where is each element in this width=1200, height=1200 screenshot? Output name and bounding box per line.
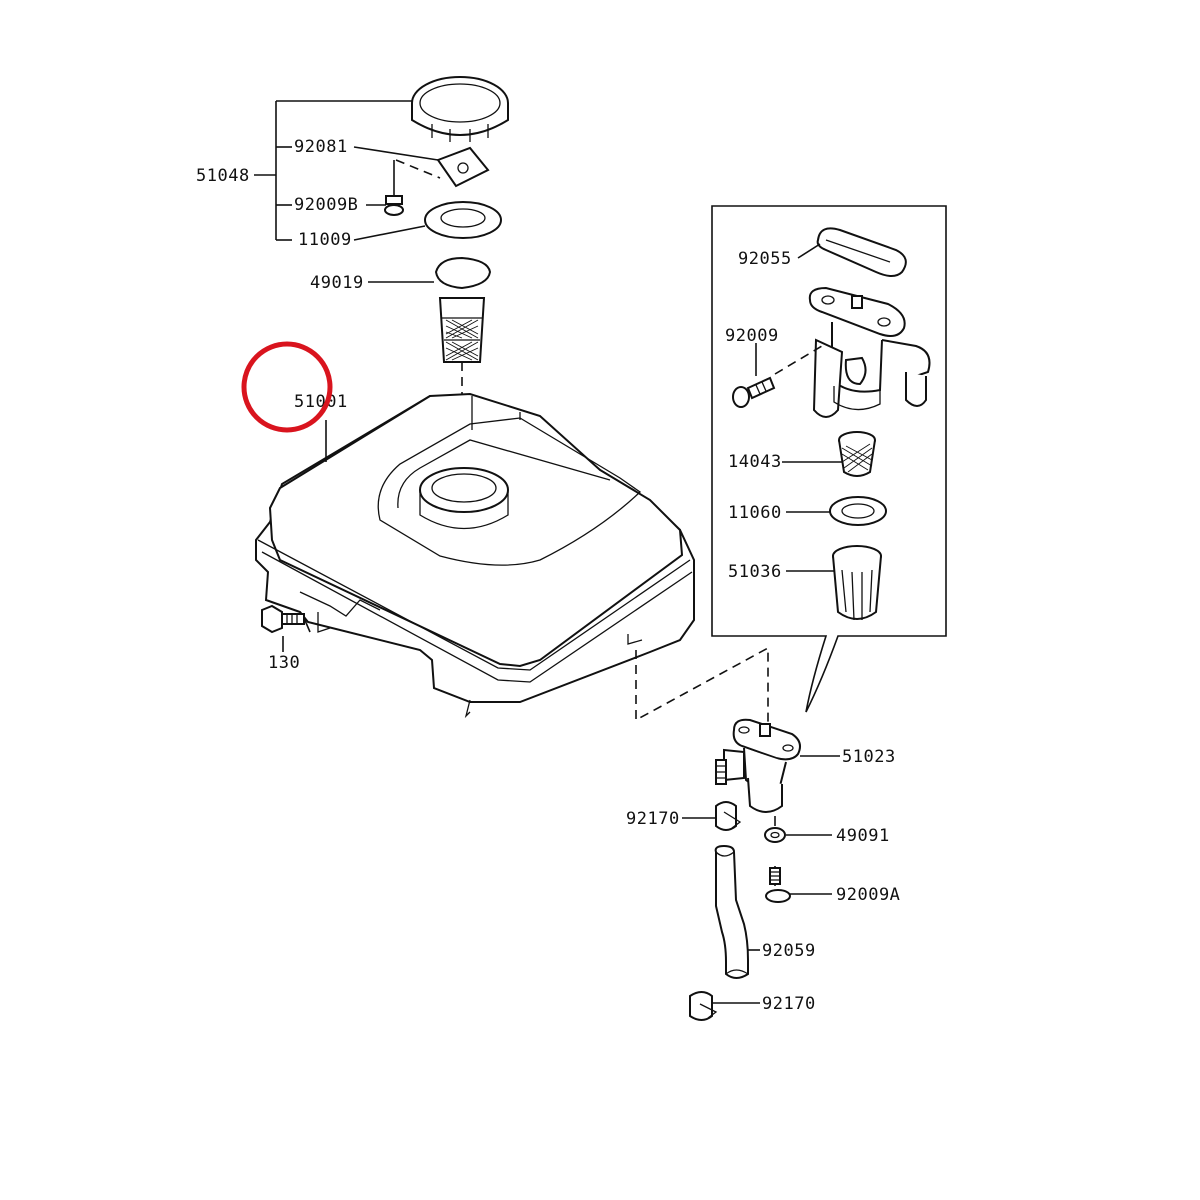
label-51048: 51048 [196,166,250,186]
fuel-cock-inset [711,205,947,713]
bowl-51036 [832,545,882,621]
label-92170-upper: 92170 [626,809,680,829]
label-130: 130 [268,653,300,673]
label-92081: 92081 [294,137,348,157]
bolt-130 [261,604,305,634]
bracket-51048 [254,100,439,283]
filler-strainer-49019 [434,256,492,363]
label-49091: 49091 [836,826,890,846]
gasket-plate-92081 [436,146,490,188]
label-51036: 51036 [728,562,782,582]
highlight-circle [241,341,333,433]
label-51001: 51001 [294,392,348,412]
clamp-92170-lower [689,991,718,1021]
screw-92009 [732,376,776,408]
label-92009a: 92009A [836,885,900,905]
filler-cap [411,76,509,142]
label-49019: 49019 [310,273,364,293]
gasket-11009 [424,201,502,239]
fuel-tank-51001 [255,392,695,719]
fuel-hose-92059 [714,844,749,979]
label-51023: 51023 [842,747,896,767]
label-92055: 92055 [738,249,792,269]
washer-49091 [764,827,786,843]
label-92059: 92059 [762,941,816,961]
label-92170-lower: 92170 [762,994,816,1014]
strainer-14043 [838,431,876,477]
label-92009: 92009 [725,326,779,346]
clamp-92170-upper [715,801,742,831]
label-14043: 14043 [728,452,782,472]
gasket-11060 [829,496,887,526]
fuel-cock-51023 [715,718,801,813]
label-92009b: 92009B [294,195,358,215]
screw-92009a [765,866,791,903]
label-11009: 11009 [298,230,352,250]
label-11060: 11060 [728,503,782,523]
screw-92009b [384,168,404,216]
